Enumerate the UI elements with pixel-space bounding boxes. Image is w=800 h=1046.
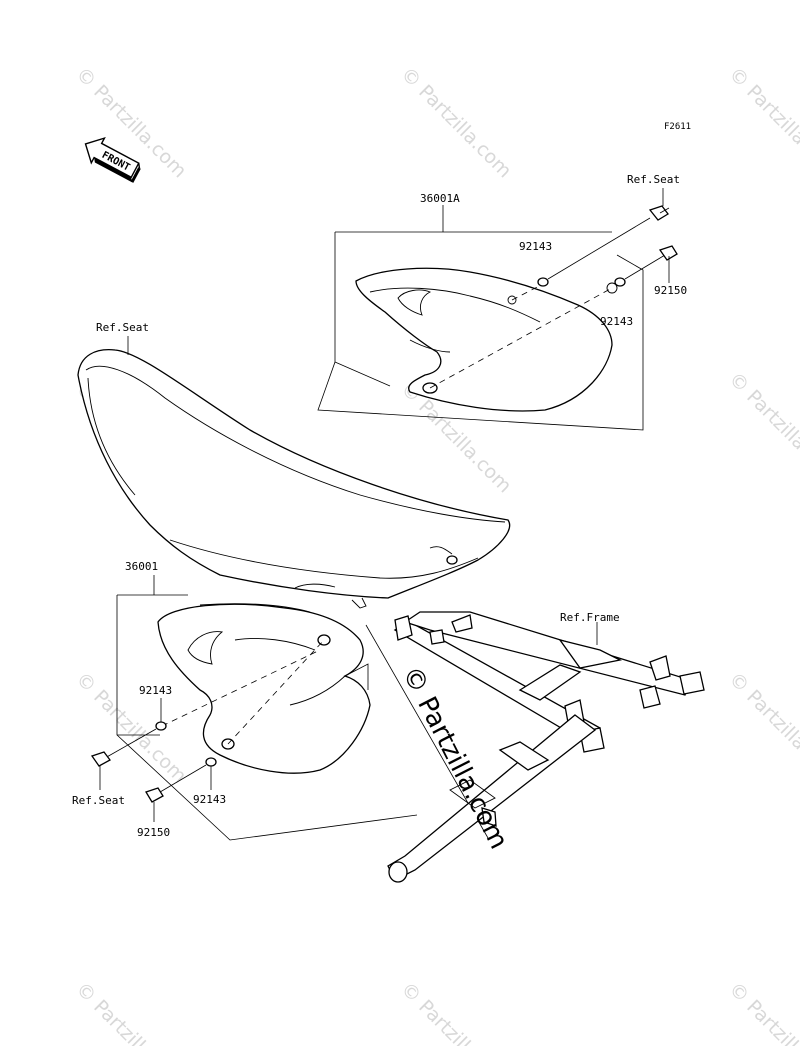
callout-ref-seat: Ref.Seat (96, 321, 149, 334)
front-arrow-icon: FRONT (84, 136, 141, 183)
bolt-icon (648, 205, 670, 221)
callout-92143-lower-a: 92143 (139, 684, 172, 697)
subframe (365, 611, 705, 883)
callout-36001a: 36001A (420, 192, 460, 205)
bolt-icon (658, 245, 678, 261)
callout-92143-upper-a: 92143 (519, 240, 552, 253)
washer-icon (155, 721, 167, 731)
side-cover-right (355, 267, 613, 412)
callout-92143-upper-b: 92143 (600, 315, 633, 328)
watermark: © Partzilla.com (396, 978, 515, 1046)
washer-icon (205, 757, 217, 767)
callout-36001: 36001 (125, 560, 158, 573)
bolt-icon (90, 751, 111, 767)
callout-ref-seat-lower: Ref.Seat (72, 794, 125, 807)
callout-ref-frame: Ref.Frame (560, 611, 620, 624)
callout-92143-lower-b: 92143 (193, 793, 226, 806)
watermark: © Partzilla.com (724, 63, 800, 182)
watermark: © Partzilla.com (724, 978, 800, 1046)
bolt-icon (145, 787, 164, 803)
figure-code: F2611 (664, 122, 691, 132)
upper-cover-group (317, 188, 678, 431)
washer-icon (614, 277, 626, 287)
washer-icon (537, 277, 549, 287)
callout-ref-seat-upper: Ref.Seat (627, 173, 680, 186)
callout-92150-lower: 92150 (137, 826, 170, 839)
watermark: © Partzilla.com (724, 368, 800, 487)
lower-cover-group (90, 575, 418, 841)
watermark: © Partzilla.com (396, 63, 515, 182)
watermark: © Partzilla.com (71, 978, 190, 1046)
watermark: © Partzilla.com (724, 668, 800, 787)
callout-92150-upper: 92150 (654, 284, 687, 297)
side-cover-left (157, 603, 371, 774)
watermark: © Partzilla.com (71, 668, 190, 787)
seat (77, 349, 511, 609)
